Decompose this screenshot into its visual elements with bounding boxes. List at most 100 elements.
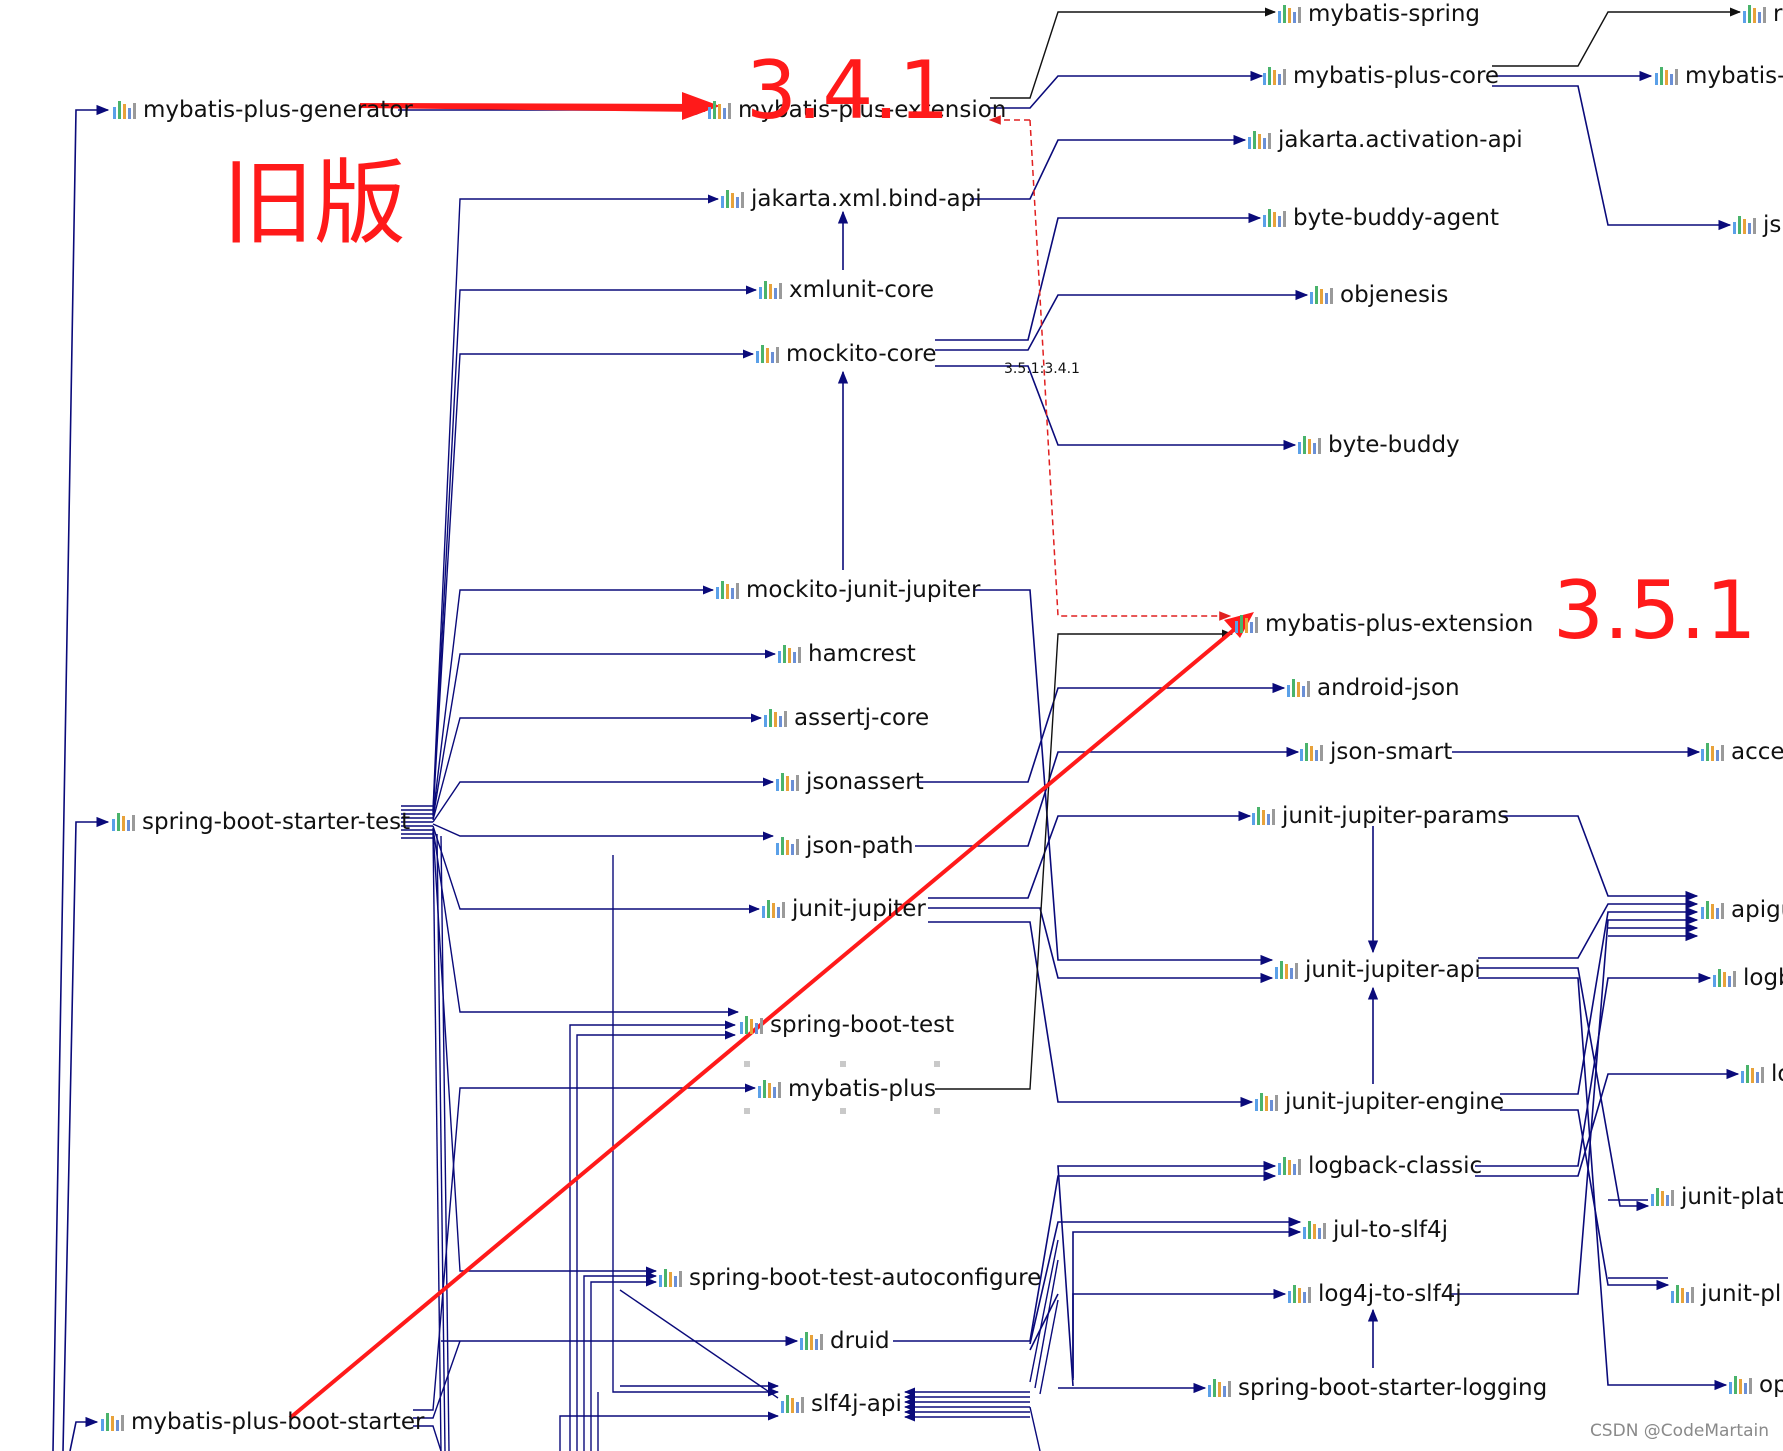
- node-log4j-to-slf4j[interactable]: log4j-to-slf4j: [1288, 1280, 1462, 1308]
- node-junit-jupiter-api[interactable]: junit-jupiter-api: [1275, 956, 1481, 984]
- node-mockito-core[interactable]: mockito-core: [756, 340, 936, 368]
- edge-ext-core: [990, 70, 1264, 109]
- node-logb-cut[interactable]: logb: [1713, 964, 1783, 992]
- node-mybatis-spring[interactable]: mybatis-spring: [1278, 0, 1480, 28]
- node-hamcrest[interactable]: hamcrest: [778, 640, 916, 668]
- selection-handle[interactable]: [744, 1108, 750, 1114]
- edge-params-apigu: [1502, 815, 1699, 902]
- maven-module-icon: [759, 281, 783, 299]
- maven-module-icon: [1701, 743, 1725, 761]
- trunk-line: [62, 816, 110, 1451]
- maven-module-icon: [716, 581, 740, 599]
- node-druid[interactable]: druid: [800, 1327, 890, 1355]
- node-mybatis-plus-boot-starter[interactable]: mybatis-plus-boot-starter: [101, 1408, 425, 1436]
- node-mockito-junit-jupiter[interactable]: mockito-junit-jupiter: [716, 576, 980, 604]
- node-objenesis[interactable]: objenesis: [1310, 281, 1448, 309]
- node-slf4j-api[interactable]: slf4j-api: [781, 1390, 902, 1418]
- node-mybatis-plus-core[interactable]: mybatis-plus-core: [1263, 62, 1499, 90]
- maven-module-icon: [1263, 209, 1287, 227]
- maven-module-icon: [1741, 1065, 1765, 1083]
- maven-module-icon: [112, 813, 136, 831]
- edge-logback-lo: [1475, 1068, 1740, 1177]
- maven-module-icon: [1733, 216, 1757, 234]
- node-junit-jupiter[interactable]: junit-jupiter: [762, 895, 926, 923]
- node-spring-boot-starter-test[interactable]: spring-boot-starter-test: [112, 808, 410, 836]
- maven-module-icon: [1208, 1379, 1232, 1397]
- maven-module-icon: [721, 190, 745, 208]
- edge-logging-logback: [1057, 1160, 1277, 1387]
- node-op-cut[interactable]: op: [1729, 1371, 1783, 1399]
- node-jsonassert[interactable]: jsonassert: [776, 768, 924, 796]
- maven-module-icon: [762, 900, 786, 918]
- edge-mybatisplus-ext: [935, 629, 1234, 1090]
- node-js-cut[interactable]: js: [1733, 211, 1781, 239]
- node-assertj-core[interactable]: assertj-core: [764, 704, 929, 732]
- edge-api-op: [1478, 977, 1728, 1391]
- edge-logging-log4j2: [1072, 1288, 1287, 1378]
- maven-module-icon: [1310, 286, 1334, 304]
- node-junit-pl-cut[interactable]: junit-pl: [1671, 1280, 1781, 1308]
- node-logback-classic[interactable]: logback-classic: [1278, 1152, 1482, 1180]
- node-mybatis-p-cut[interactable]: mybatis-p: [1655, 62, 1783, 90]
- maven-module-icon: [778, 645, 802, 663]
- node-json-smart[interactable]: json-smart: [1300, 738, 1452, 766]
- edge-mockito-objenesis: [935, 289, 1309, 351]
- node-spring-boot-test-autoconfigure[interactable]: spring-boot-test-autoconfigure: [659, 1264, 1041, 1292]
- node-byte-buddy[interactable]: byte-buddy: [1298, 431, 1460, 459]
- maven-module-icon: [1671, 1285, 1695, 1303]
- node-mybatis-plus[interactable]: mybatis-plus: [758, 1075, 936, 1103]
- node-jakarta-xml-bind-api[interactable]: jakarta.xml.bind-api: [721, 185, 982, 213]
- maven-module-icon: [1300, 743, 1324, 761]
- edge-junit-api: [928, 907, 1274, 984]
- selection-handle[interactable]: [840, 1061, 846, 1067]
- node-acces-cut[interactable]: acces: [1701, 738, 1783, 766]
- maven-module-icon: [1235, 615, 1259, 633]
- edge-api-apigu: [1478, 898, 1699, 959]
- maven-module-icon: [659, 1269, 683, 1287]
- trunk-line: [52, 104, 110, 1451]
- node-junit-plat-cut[interactable]: junit-plat: [1651, 1183, 1783, 1211]
- node-r-cut[interactable]: r: [1743, 0, 1782, 28]
- node-android-json[interactable]: android-json: [1287, 674, 1460, 702]
- node-jakarta-activation-api[interactable]: jakarta.activation-api: [1248, 126, 1523, 154]
- edge-druid-jul: [1029, 1216, 1302, 1345]
- node-lo-cut[interactable]: lo: [1741, 1060, 1783, 1088]
- annotation-old-version: 旧版: [222, 150, 407, 257]
- edge-label-version-conflict: 3.5.1:3.4.1: [1004, 361, 1080, 377]
- edge-log4j-apigu: [1451, 914, 1699, 1295]
- node-xmlunit-core[interactable]: xmlunit-core: [759, 276, 934, 304]
- edge-junit-engine: [928, 921, 1254, 1108]
- maven-module-icon: [1263, 67, 1287, 85]
- maven-module-icon: [758, 1080, 782, 1098]
- node-apigu-cut[interactable]: apigu: [1701, 896, 1783, 924]
- edge-mjj-jupiterapi: [975, 589, 1274, 966]
- node-jul-to-slf4j[interactable]: jul-to-slf4j: [1303, 1216, 1448, 1244]
- maven-module-icon: [1303, 1221, 1327, 1239]
- annotation-version-351: 3.5.1: [1553, 564, 1757, 657]
- node-spring-boot-test[interactable]: spring-boot-test: [740, 1011, 954, 1039]
- edge-jsonpath-jsonsmart: [915, 746, 1300, 847]
- selection-handle[interactable]: [934, 1061, 940, 1067]
- node-junit-jupiter-params[interactable]: junit-jupiter-params: [1252, 802, 1509, 830]
- selection-handle[interactable]: [744, 1061, 750, 1067]
- node-byte-buddy-agent[interactable]: byte-buddy-agent: [1263, 204, 1499, 232]
- maven-module-icon: [1713, 969, 1737, 987]
- maven-module-icon: [1701, 901, 1725, 919]
- node-mybatis-plus-extension-new[interactable]: mybatis-plus-extension: [1235, 610, 1533, 638]
- maven-module-icon: [1248, 131, 1272, 149]
- edge-druid-log4j: [1029, 1293, 1059, 1351]
- maven-module-icon: [1275, 961, 1299, 979]
- maven-module-icon: [756, 345, 780, 363]
- maven-module-icon: [1278, 5, 1302, 23]
- selection-handle[interactable]: [840, 1108, 846, 1114]
- node-mybatis-plus-generator[interactable]: mybatis-plus-generator: [113, 96, 413, 124]
- node-mybatis-plus-extension-old[interactable]: mybatis-plus-extension: [708, 96, 1006, 124]
- node-junit-jupiter-engine[interactable]: junit-jupiter-engine: [1255, 1088, 1504, 1116]
- node-spring-boot-starter-logging[interactable]: spring-boot-starter-logging: [1208, 1374, 1547, 1402]
- maven-module-icon: [113, 101, 137, 119]
- maven-module-icon: [101, 1413, 125, 1431]
- maven-module-icon: [1298, 436, 1322, 454]
- selection-handle[interactable]: [934, 1108, 940, 1114]
- node-json-path[interactable]: json-path: [776, 832, 914, 860]
- maven-module-icon: [1729, 1376, 1753, 1394]
